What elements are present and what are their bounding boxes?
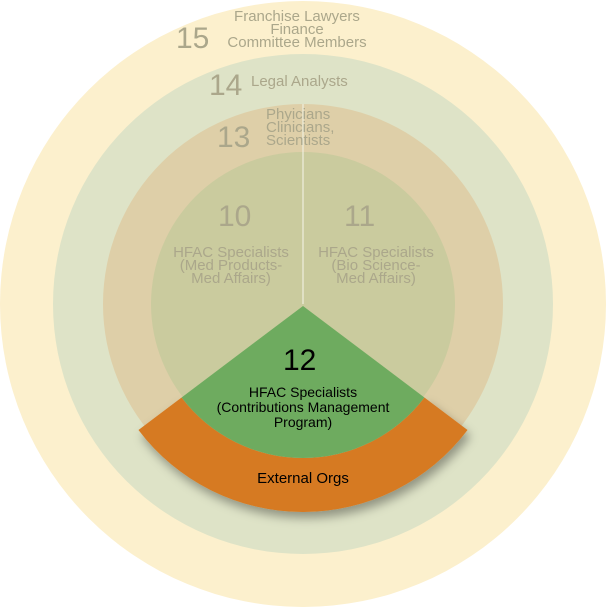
- label-line: Committee Members: [227, 34, 367, 51]
- core-10-number: 10: [218, 200, 252, 233]
- label-line: Med Affairs): [336, 270, 416, 287]
- ring-14-number: 14: [209, 69, 243, 102]
- label-line: (Contributions Management: [216, 399, 390, 415]
- ring-13-number: 13: [217, 121, 251, 154]
- label-line: Med Affairs): [191, 270, 271, 287]
- label-line: (Bio Science-: [331, 257, 421, 274]
- label-line: Scientists: [266, 132, 331, 149]
- focus-number: 12: [283, 344, 317, 377]
- core-11-number: 11: [344, 200, 376, 233]
- label-line: HFAC Specialists: [248, 384, 358, 400]
- ring-13-label: Phyicians Clinicians, Scientists: [266, 106, 335, 149]
- ring-14-label: Legal Analysts: [251, 73, 348, 90]
- label-line: (Med Products-: [179, 257, 283, 274]
- label-line: Program): [273, 414, 333, 430]
- ring-15-number: 15: [176, 22, 210, 55]
- label-line: Franchise Lawyers: [234, 8, 360, 25]
- external-orgs-band: [138, 397, 468, 512]
- label-line: Clinicians,: [266, 119, 335, 136]
- core-10-label: HFAC Specialists (Med Products- Med Affa…: [158, 244, 304, 287]
- ring-15-label: Franchise Lawyers Finance Committee Memb…: [222, 8, 372, 51]
- label-line: Finance: [270, 21, 324, 38]
- label-line: HFAC Specialists: [173, 244, 289, 261]
- focus-label: HFAC Specialists (Contributions Manageme…: [203, 385, 403, 430]
- label-line: HFAC Specialists: [318, 244, 434, 261]
- label-line: Phyicians: [266, 106, 331, 123]
- core-11-label: HFAC Specialists (Bio Science- Med Affai…: [303, 244, 449, 287]
- focus-wedge: [181, 306, 425, 458]
- external-orgs-label: External Orgs: [257, 470, 349, 487]
